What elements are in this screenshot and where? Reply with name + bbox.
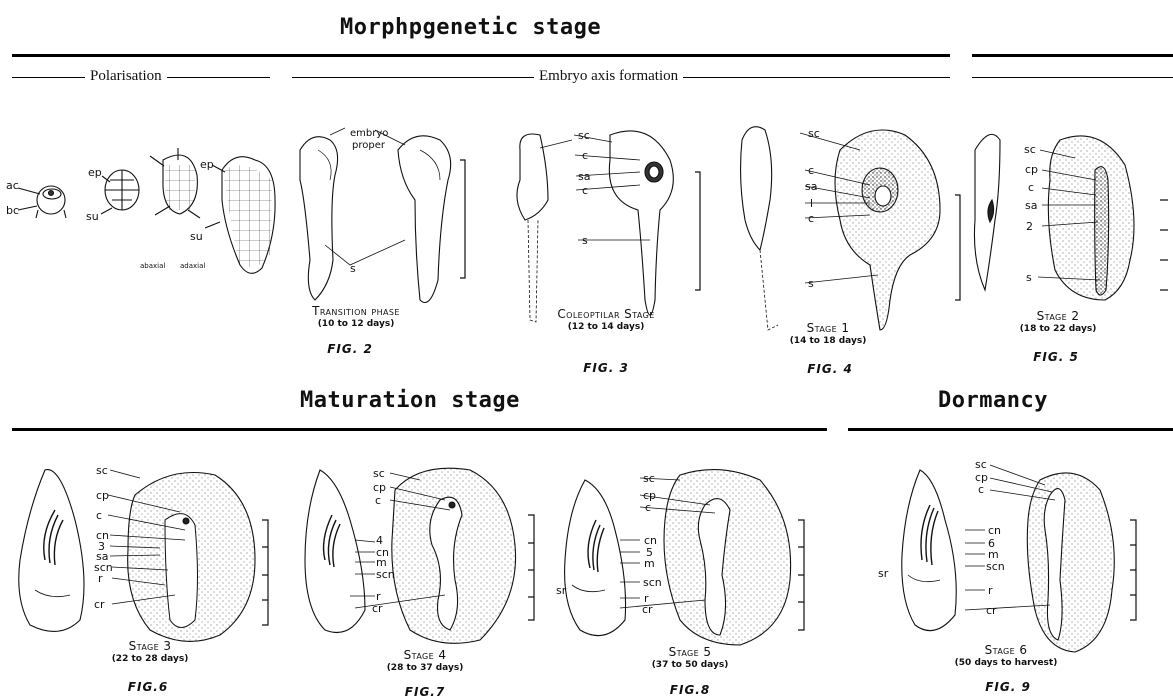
stage-name-fig3: Coleoptilar Stage [557,308,654,321]
stage-days-fig2: (10 to 12 days) [312,318,400,331]
caption-fig6: Stage 3 (22 to 28 days) [112,640,189,666]
fig2-drawing [300,128,465,303]
late-globular-figure [205,157,275,274]
label-fig5-cp: cp [1025,163,1038,176]
label-fig7-c: c [375,494,381,507]
caption-fig8: Stage 5 (37 to 50 days) [652,646,729,672]
fig-number-2: FIG. 2 [327,342,373,356]
label-proper: proper [352,140,386,151]
label-fig9-scn: scn [986,560,1005,573]
caption-fig4: Stage 1 (14 to 18 days) [790,322,867,348]
fig6-drawing [19,470,268,642]
label-fig3-sa: sa [578,170,590,183]
caption-fig3: Coleoptilar Stage (12 to 14 days) [557,308,654,334]
label-fig3-sc: sc [578,129,590,142]
stage-days-fig7: (28 to 37 days) [387,662,464,675]
label-fig5-sa: sa [1025,199,1037,212]
label-fig9-cr: cr [986,604,997,617]
stage-days-fig8: (37 to 50 days) [652,659,729,672]
label-fig4-s: s [808,277,814,290]
label-fig9-sr: sr [878,567,889,580]
stage-name-fig9: Stage 6 [955,644,1058,657]
label-fig4-l: l [810,197,813,210]
fig3-drawing [517,131,700,322]
label-ep-2: ep [200,158,214,171]
stage-days-fig5: (18 to 22 days) [1020,323,1097,336]
caption-fig2: Transition phase (10 to 12 days) [312,305,400,331]
label-abaxial: abaxial [140,262,165,270]
zygote-figure [18,186,66,218]
label-fig8-c: c [645,501,651,514]
label-fig7-cp: cp [373,481,386,494]
label-fig3-c2: c [582,184,588,197]
label-fig6-cp: cp [96,489,109,502]
label-fig9-sc: sc [975,458,987,471]
label-ep-1: ep [88,166,102,179]
label-fig6-sc: sc [96,464,108,477]
label-fig8-m: m [644,557,655,570]
label-fig9-cn: cn [988,524,1001,537]
fig-number-3: FIG. 3 [583,361,629,375]
caption-fig7: Stage 4 (28 to 37 days) [387,649,464,675]
label-fig5-sc: sc [1024,143,1036,156]
label-su-1: su [86,210,99,223]
caption-fig9: Stage 6 (50 days to harvest) [955,644,1058,670]
label-fig8-sc: sc [643,472,655,485]
label-adaxial: adaxial [180,262,205,270]
label-fig6-cr: cr [94,598,105,611]
label-fig9-r: r [988,584,993,597]
label-fig6-c: c [96,509,102,522]
caption-fig5: Stage 2 (18 to 22 days) [1020,310,1097,336]
fig8-drawing [565,470,804,645]
label-fig8-cr: cr [642,603,653,616]
fig-number-7: FIG.7 [405,685,445,699]
label-fig2-s: s [350,262,356,275]
label-ac: ac [6,179,19,192]
fig7-drawing [305,468,534,643]
stage-days-fig3: (12 to 14 days) [557,321,654,334]
stage-name-fig7: Stage 4 [387,649,464,662]
stage-days-fig9: (50 days to harvest) [955,657,1058,670]
stage-name-fig4: Stage 1 [790,322,867,335]
label-fig8-sr: sr [556,584,567,597]
stage-name-fig8: Stage 5 [652,646,729,659]
label-fig5-c: c [1028,181,1034,194]
label-fig9-c: c [978,483,984,496]
label-fig6-r: r [98,572,103,585]
label-fig4-sc: sc [808,127,820,140]
label-fig3-s: s [582,234,588,247]
stage-days-fig6: (22 to 28 days) [112,653,189,666]
label-fig8-scn: scn [643,576,662,589]
label-fig7-cr: cr [372,602,383,615]
label-fig5-2: 2 [1026,220,1033,233]
fig-number-5: FIG. 5 [1033,350,1079,364]
fig-number-9: FIG. 9 [985,680,1031,694]
stage-name-fig2: Transition phase [312,305,400,318]
label-su-2: su [190,230,203,243]
label-fig7-scn: scn [376,568,395,581]
label-fig4-c2: c [808,212,814,225]
stage-days-fig4: (14 to 18 days) [790,335,867,348]
label-fig7-sc: sc [373,467,385,480]
label-fig5-s: s [1026,271,1032,284]
fig5-drawing [974,134,1168,300]
fig-number-8: FIG.8 [670,683,710,697]
label-fig3-c1: c [582,149,588,162]
early-globular-figure [150,148,200,218]
proembryo-figure [101,170,139,214]
label-fig4-c1: c [808,164,814,177]
fig4-drawing [741,127,960,330]
label-fig4-sa: sa [805,180,817,193]
label-embryo: embryo [350,128,388,139]
label-fig6-scn: scn [94,561,113,574]
fig9-drawing [902,465,1136,652]
stage-name-fig5: Stage 2 [1020,310,1097,323]
fig-number-6: FIG.6 [128,680,168,694]
stage-name-fig6: Stage 3 [112,640,189,653]
label-bc: bc [6,204,19,217]
fig-number-4: FIG. 4 [807,362,853,376]
